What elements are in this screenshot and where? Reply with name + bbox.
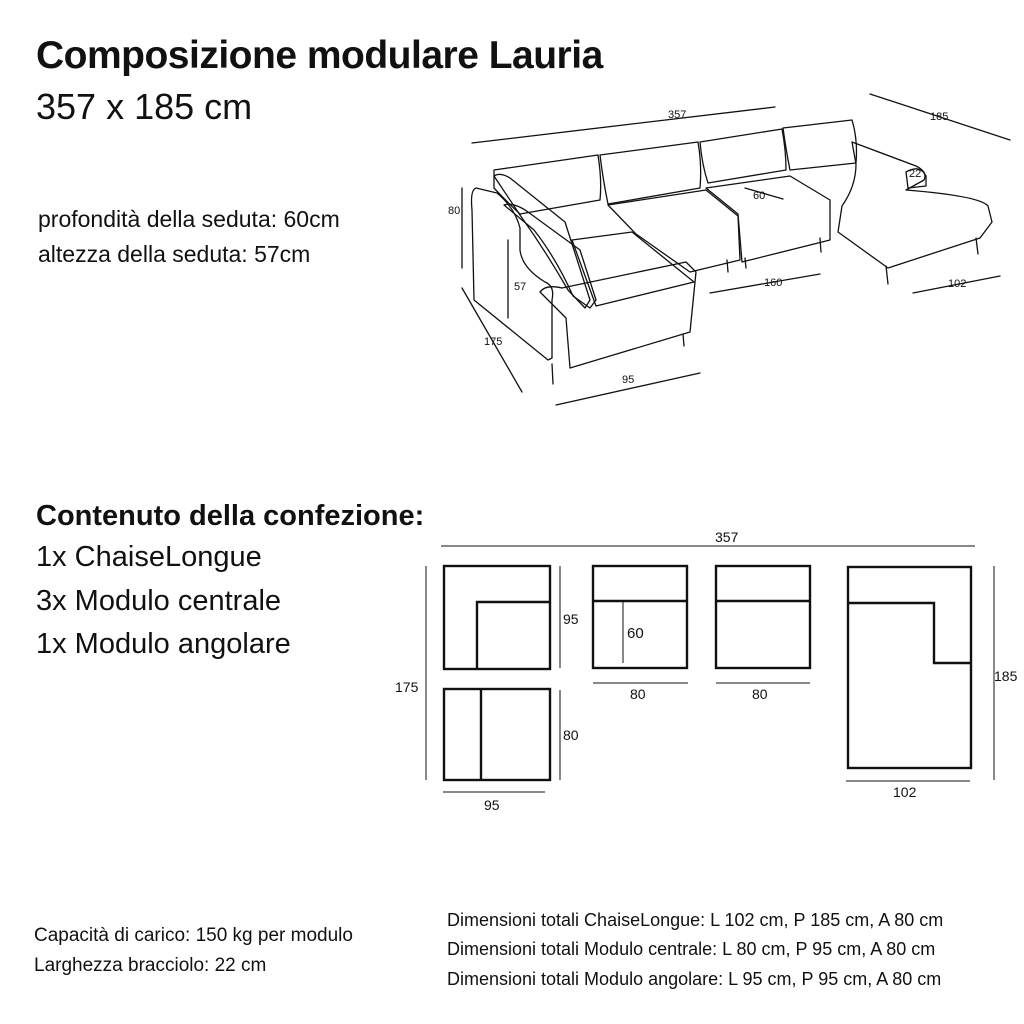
- load-capacity: Capacità di carico: 150 kg per modulo: [34, 925, 353, 946]
- dims-corner: Dimensioni totali Modulo angolare: L 95 …: [447, 969, 942, 989]
- label-chaise-width: 102: [948, 278, 966, 290]
- leg-4: [744, 257, 747, 269]
- left-arm-side: [470, 187, 554, 361]
- label-plan-chaise-width: 102: [893, 784, 917, 800]
- dim-line-total-width: [471, 106, 776, 144]
- package-item-center: 3x Modulo centrale: [36, 585, 282, 617]
- label-plan-small: 80: [563, 727, 579, 743]
- dim-line-total-depth: [869, 93, 1011, 141]
- page-title: Composizione modulare Lauria: [36, 34, 603, 77]
- overall-dimensions: 357 x 185 cm: [36, 86, 253, 127]
- label-seat-depth: 60: [753, 190, 765, 202]
- dim-line-side-length: [461, 287, 523, 393]
- leg-2: [551, 363, 554, 385]
- chaise-module-seat: [848, 601, 971, 665]
- corner-seat-front: [539, 261, 697, 369]
- label-total-width: 357: [668, 109, 686, 121]
- label-total-depth: 185: [930, 111, 948, 123]
- label-plan-total: 357: [715, 529, 739, 545]
- dims-chaise: Dimensioni totali ChaiseLongue: L 102 cm…: [447, 910, 944, 930]
- label-plan-center-1: 80: [630, 686, 646, 702]
- corner-module-seat: [475, 600, 550, 669]
- label-plan-bottom: 95: [484, 797, 500, 813]
- corner-module: [442, 564, 552, 671]
- dim-line-seat-depth: [744, 187, 784, 200]
- label-armrest: 22: [909, 168, 921, 180]
- middle-seat-2: [705, 175, 831, 263]
- label-plan-left-depth: 175: [395, 679, 419, 695]
- label-plan-chaise-depth: 185: [994, 668, 1018, 684]
- center-module-1: [591, 564, 689, 670]
- dim-line-corner-width: [555, 372, 701, 406]
- package-heading: Contenuto della confezione:: [36, 500, 425, 532]
- middle-seat-1: [607, 189, 741, 273]
- leg-5: [819, 237, 822, 253]
- small-module: [442, 687, 552, 782]
- seat-height-spec: altezza della seduta: 57cm: [38, 241, 311, 267]
- back-cushion-4: [782, 119, 858, 171]
- label-middle-width: 160: [764, 277, 782, 289]
- sofa-perspective-drawing: 357 185 80 57 175 95 160 60 22 102: [448, 93, 1011, 406]
- label-plan-corner: 95: [563, 611, 579, 627]
- label-plan-center-2: 80: [752, 686, 768, 702]
- sofa-floor-plan: 357 175 95 80 60 80 80 95 185 102: [395, 529, 1018, 813]
- leg-1: [682, 333, 685, 347]
- armrest-width: Larghezza bracciolo: 22 cm: [34, 955, 267, 976]
- chaise-seat: [837, 141, 993, 269]
- dim-line-chaise-width: [912, 275, 1001, 294]
- package-item-chaise: 1x ChaiseLongue: [36, 541, 262, 573]
- dim-line-middle-width: [709, 273, 821, 294]
- label-corner-width: 95: [622, 374, 634, 386]
- chaise-armrest: [905, 168, 927, 189]
- back-cushion-2: [599, 141, 702, 205]
- label-plan-seat-depth: 60: [627, 625, 644, 642]
- back-cushion-3: [699, 128, 787, 184]
- center-module-2: [714, 564, 812, 670]
- back-cushion-1: [493, 154, 602, 215]
- leg-6: [885, 265, 889, 285]
- corner-seat-cushion: [571, 231, 695, 307]
- chaise-module: [846, 565, 973, 770]
- dims-center: Dimensioni totali Modulo centrale: L 80 …: [447, 939, 936, 959]
- left-backrest-cushion: [503, 203, 597, 309]
- leg-7: [975, 237, 979, 255]
- seat-depth-spec: profondità della seduta: 60cm: [38, 206, 340, 232]
- label-height: 80: [448, 205, 460, 217]
- label-side-length: 175: [484, 336, 502, 348]
- leg-3: [726, 259, 729, 273]
- label-seat-height: 57: [514, 281, 526, 293]
- package-item-corner: 1x Modulo angolare: [36, 628, 291, 660]
